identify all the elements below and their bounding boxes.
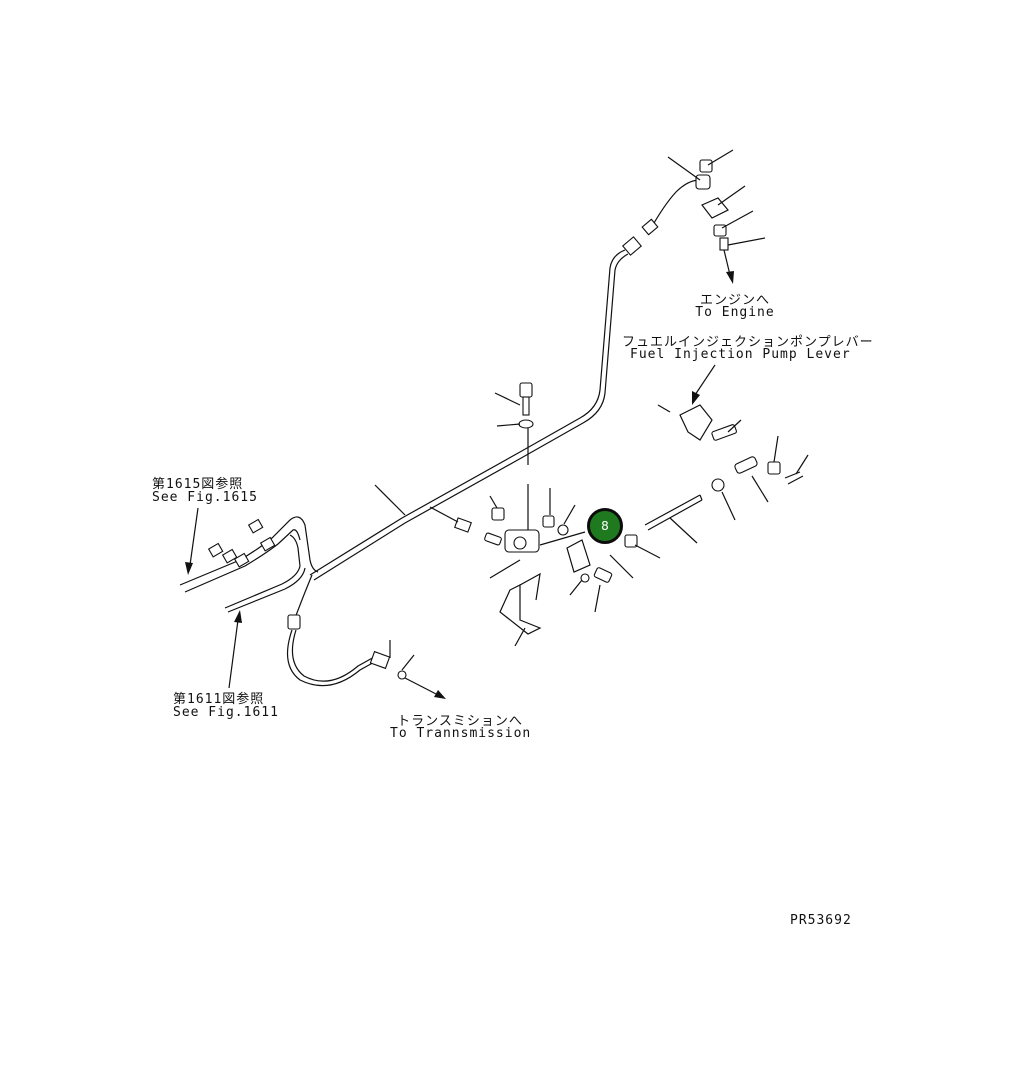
fig1615-label-jp: 第1615図参照	[152, 477, 244, 492]
leader-lines	[185, 149, 809, 689]
main-cable	[309, 179, 701, 581]
clamp-assembly	[429, 382, 586, 635]
pump-lever-label-en: Fuel Injection Pump Lever	[630, 347, 851, 362]
pump-lever-label-jp: フュエルインジェクションポンプレバー	[622, 335, 874, 350]
part-callout-number: 8	[601, 519, 609, 533]
engine-label-jp: エンジンへ	[699, 293, 770, 308]
transmission-label-jp: トランスミションへ	[397, 714, 523, 729]
fig1615-label-en: See Fig.1615	[152, 490, 258, 505]
part-callout-8[interactable]: 8	[587, 508, 623, 544]
engine-fittings	[695, 159, 734, 284]
drawing-number: PR53692	[790, 913, 852, 928]
lever-linkage	[566, 404, 804, 583]
transmission-label-en: To Trannsmission	[390, 726, 532, 741]
fig1611-label-en: See Fig.1611	[173, 705, 279, 720]
fig1611-label-jp: 第1611図参照	[173, 692, 265, 707]
engine-label-en: To Engine	[695, 305, 775, 320]
left-harness	[179, 516, 319, 630]
transmission-cable	[286, 629, 446, 699]
